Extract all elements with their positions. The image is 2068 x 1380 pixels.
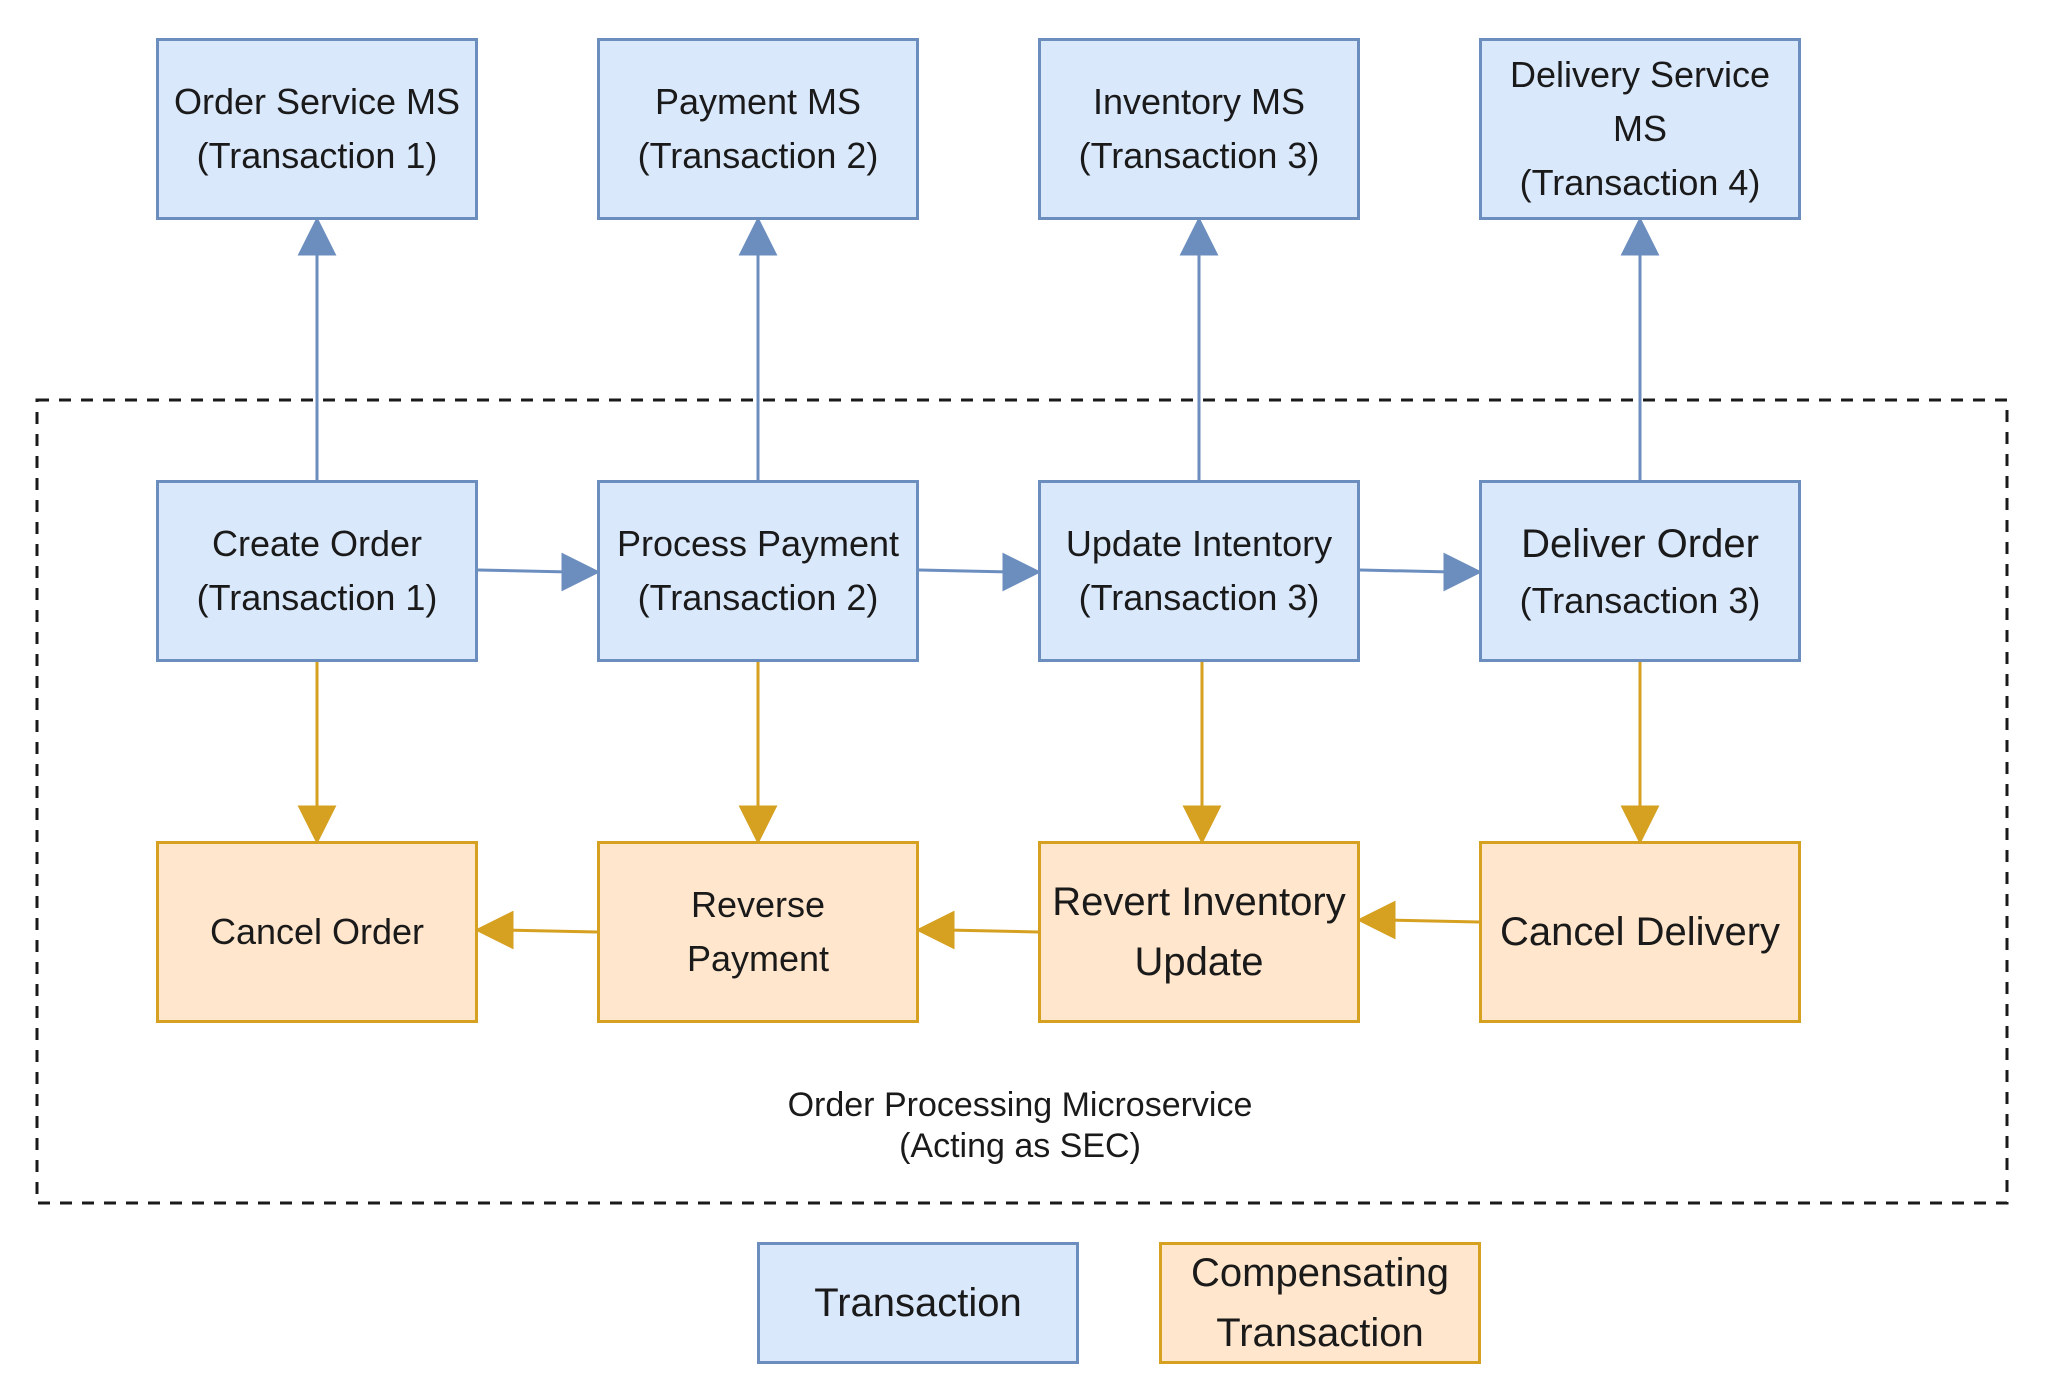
service-box-payment-line1: Payment MS xyxy=(654,81,862,122)
transaction-box-update-inventory: Update Intentory (Transaction 3) xyxy=(1038,480,1360,662)
service-box-order-line1: Order Service MS xyxy=(173,81,461,122)
legend-compensating-transaction: Compensating Transaction xyxy=(1159,1242,1481,1364)
compensation-box-cancel-order-line1: Cancel Order xyxy=(209,911,425,952)
legend-transaction: Transaction xyxy=(757,1242,1079,1364)
transaction-box-deliver-order: Deliver Order (Transaction 3) xyxy=(1479,480,1801,662)
transaction-box-deliver-order-line1: Deliver Order xyxy=(1521,522,1759,566)
service-call-arrows xyxy=(297,216,1660,480)
compensation-box-reverse-payment: Reverse Payment xyxy=(597,841,919,1023)
service-box-delivery-line1: Delivery Service xyxy=(1509,54,1771,95)
transaction-box-process-payment-line1: Process Payment xyxy=(616,523,900,564)
legend-compensating-line1: Compensating xyxy=(1191,1251,1449,1295)
transaction-flow-arrows xyxy=(477,552,1483,592)
transaction-box-create-order: Create Order (Transaction 1) xyxy=(156,480,478,662)
transaction-box-deliver-order-line2: (Transaction 3) xyxy=(1519,580,1761,621)
sec-container-label-line1: Order Processing Microservice xyxy=(787,1086,1253,1124)
compensation-flow-arrows xyxy=(474,900,1480,950)
service-box-delivery: Delivery Service MS (Transaction 4) xyxy=(1479,38,1801,220)
service-box-delivery-line3: (Transaction 4) xyxy=(1519,162,1761,203)
transaction-box-create-order-line2: (Transaction 1) xyxy=(196,577,438,618)
service-box-payment: Payment MS (Transaction 2) xyxy=(597,38,919,220)
service-box-delivery-line2: MS xyxy=(1613,108,1667,149)
compensation-trigger-arrows xyxy=(297,660,1660,845)
compensation-box-cancel-order: Cancel Order xyxy=(156,841,478,1023)
transaction-box-process-payment-line2: (Transaction 2) xyxy=(637,577,879,618)
legend-compensating-line2: Transaction xyxy=(1216,1311,1424,1355)
transaction-box-process-payment: Process Payment (Transaction 2) xyxy=(597,480,919,662)
service-box-inventory-line2: (Transaction 3) xyxy=(1078,135,1320,176)
transaction-box-update-inventory-line1: Update Intentory xyxy=(1065,523,1333,564)
compensation-box-revert-inventory-line2: Update xyxy=(1134,940,1264,984)
compensation-box-cancel-delivery: Cancel Delivery xyxy=(1479,841,1801,1023)
service-box-inventory: Inventory MS (Transaction 3) xyxy=(1038,38,1360,220)
service-box-payment-line2: (Transaction 2) xyxy=(637,135,879,176)
service-box-inventory-line1: Inventory MS xyxy=(1092,81,1306,122)
compensation-box-reverse-payment-line2: Payment xyxy=(686,938,830,979)
compensation-box-cancel-delivery-line1: Cancel Delivery xyxy=(1499,910,1781,954)
legend-transaction-label: Transaction xyxy=(814,1281,1022,1325)
service-box-order: Order Service MS (Transaction 1) xyxy=(156,38,478,220)
sec-container-label-line2: (Acting as SEC) xyxy=(899,1126,1141,1165)
service-box-order-line2: (Transaction 1) xyxy=(196,135,438,176)
compensation-box-reverse-payment-line1: Reverse xyxy=(690,884,826,925)
compensation-box-revert-inventory-line1: Revert Inventory xyxy=(1052,880,1346,924)
transaction-box-create-order-line1: Create Order xyxy=(211,523,423,564)
compensation-box-revert-inventory: Revert Inventory Update xyxy=(1038,841,1360,1023)
sec-container-label: Order Processing Microservice (Acting as… xyxy=(640,1085,1400,1167)
transaction-box-update-inventory-line2: (Transaction 3) xyxy=(1078,577,1320,618)
